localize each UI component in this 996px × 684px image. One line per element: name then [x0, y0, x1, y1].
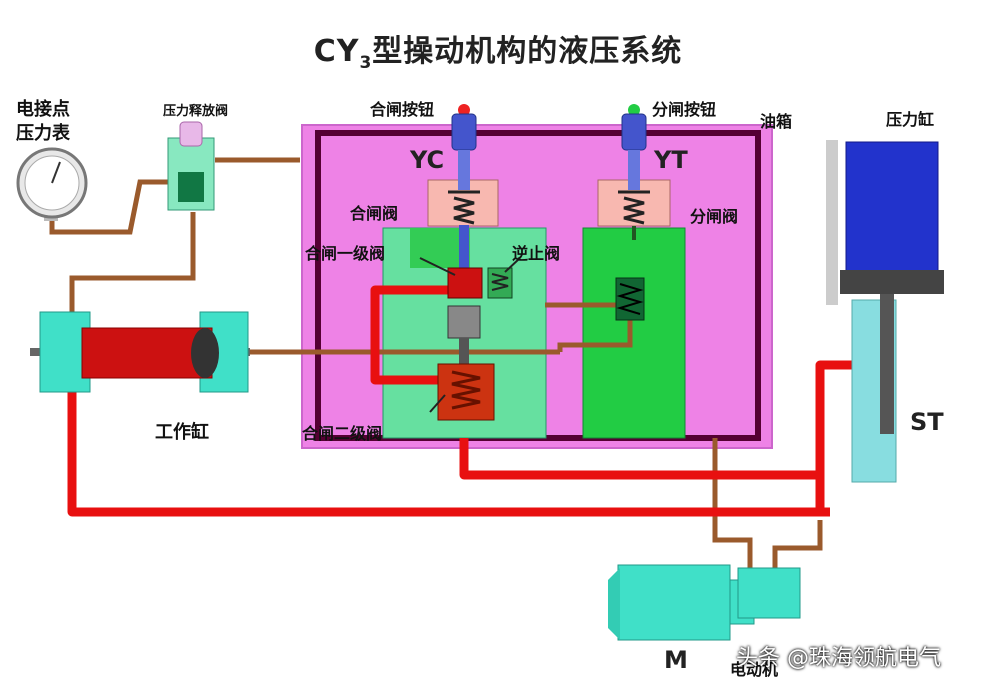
- pressure-cylinder-frame: [826, 140, 838, 305]
- open-button-knob[interactable]: [621, 113, 647, 151]
- pressure-cylinder-rod: [880, 294, 894, 434]
- check-valve-spring: [491, 273, 509, 291]
- check-valve-label: 逆止阀: [512, 244, 561, 263]
- release-valve-label: 压力释放阀: [163, 104, 229, 119]
- close-button-stem: [458, 150, 470, 190]
- release-valve-cap: [179, 121, 203, 147]
- motor-end: [608, 568, 620, 640]
- open-valve-spring: [623, 196, 645, 225]
- close-first-valve-label: 合闸一级阀: [305, 244, 386, 263]
- open-button-stem: [628, 150, 640, 190]
- gauge-label: 电接点 压力表: [16, 99, 70, 144]
- open-button-label: 分闸按钮: [652, 100, 717, 119]
- gauge-needle: [51, 161, 61, 184]
- pressure-cylinder-label: 压力缸: [886, 110, 935, 129]
- leader-lines: [419, 257, 521, 413]
- open-valve-block: [582, 227, 686, 439]
- close-valve-label: 合闸阀: [350, 204, 399, 223]
- close-valve-stem: [459, 225, 469, 270]
- motor-body: [617, 564, 731, 641]
- close-button-knob[interactable]: [451, 113, 477, 151]
- oil-pump: [737, 567, 801, 619]
- low-pressure-pipes: [49, 157, 823, 570]
- close-valve-spring: [453, 196, 475, 225]
- close-valve-piston: [447, 305, 481, 339]
- watermark: 头条 @珠海领航电气: [736, 646, 941, 671]
- motor-label: 电动机: [730, 660, 779, 679]
- close-first-valve: [447, 267, 483, 299]
- oil-tank-label: 油箱: [760, 112, 793, 131]
- page-title: CY3型操动机构的液压系统: [313, 34, 683, 73]
- pressure-cylinder-body: [845, 141, 939, 275]
- pressure-cylinder-piston: [840, 270, 944, 294]
- close-second-spring: [451, 370, 481, 410]
- yc-label: YC: [410, 146, 445, 174]
- st-label: ST: [910, 408, 944, 436]
- close-second-valve-label: 合闸二级阀: [302, 424, 383, 443]
- release-valve-spring: [178, 172, 204, 202]
- work-cylinder-body: [81, 327, 213, 379]
- work-cylinder-label: 工作缸: [155, 422, 209, 443]
- open-button-indicator: [628, 104, 640, 116]
- open-valve-spool-spring: [616, 283, 644, 315]
- motor-m-label: M: [664, 646, 688, 674]
- work-cylinder-piston: [191, 328, 219, 378]
- close-valve-connector: [459, 338, 469, 368]
- open-valve-label: 分闸阀: [690, 207, 739, 226]
- close-button-label: 合闸按钮: [370, 100, 435, 119]
- close-button-indicator: [458, 104, 470, 116]
- yt-label: YT: [654, 146, 688, 174]
